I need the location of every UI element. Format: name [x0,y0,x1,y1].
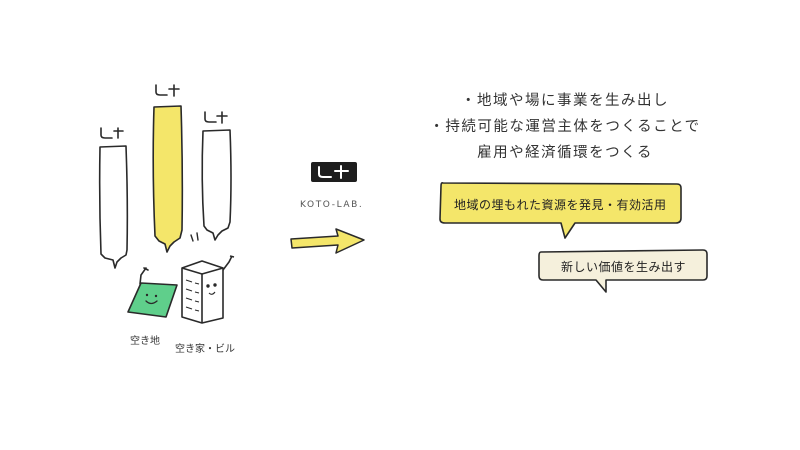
bullet-item: ・持続可能な運営主体をつくることで [429,119,701,135]
speech-bubble-primary [439,182,682,239]
arrow-right-icon [290,228,365,254]
bullet-item: 雇用や経済循環をつくる [477,145,653,161]
bullet-item: ・地域や場に事業を生み出し [461,93,669,109]
banner-logo-left-icon [100,127,124,139]
vacant-land-icon [127,267,178,318]
banner-logo-right-icon [204,111,228,124]
bullet-list: ・地域や場に事業を生み出し ・持続可能な運営主体をつくることで 雇用や経済循環を… [400,88,730,166]
speech-bubble-secondary [538,249,708,293]
vacant-building-icon [181,255,235,324]
banner-right [201,129,232,241]
label-vacant-land: 空き地 [130,336,160,347]
bubble-secondary-text: 新しい価値を生み出す [561,260,687,274]
banner-middle [152,105,184,253]
logo-text: KOTO-LAB. [300,200,364,210]
banner-logo-middle-icon [155,84,180,97]
label-vacant-house: 空き家・ビル [175,344,235,355]
motion-mark-icon [190,232,199,242]
bubble-primary-text: 地域の埋もれた資源を発見・有効活用 [454,198,667,212]
banner-left [98,145,129,269]
koto-lab-logo-icon [311,162,357,182]
